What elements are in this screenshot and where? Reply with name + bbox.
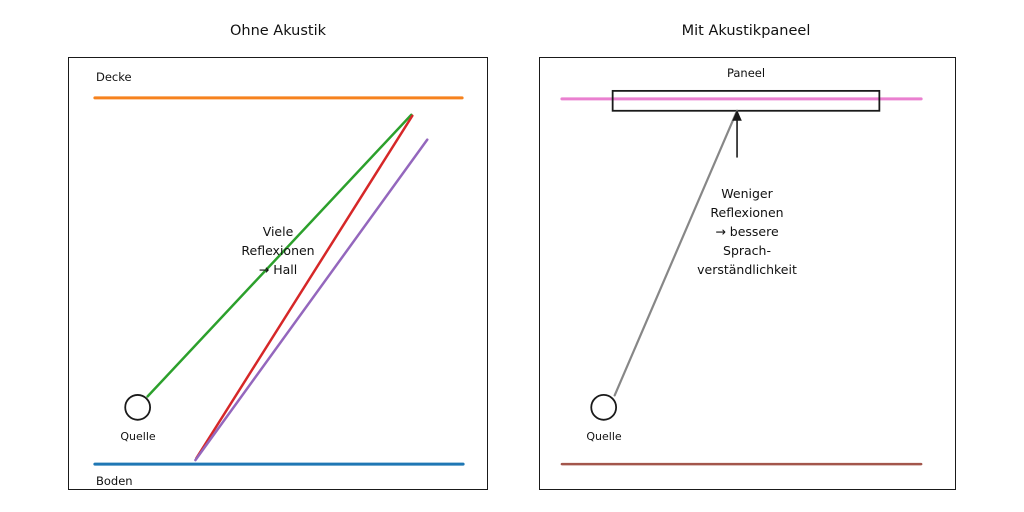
reflection-ray-purple: [194, 138, 429, 462]
panel-label: Paneel: [726, 66, 766, 80]
left-annotation: Viele Reflexionen → Hall: [241, 222, 314, 279]
left-panel-title: Ohne Akustik: [229, 23, 327, 39]
right-panel-title: Mit Akustikpaneel: [681, 23, 811, 39]
left-annotation-line-3: → Hall: [258, 262, 298, 277]
left-annotation-line-2: Reflexionen: [241, 243, 315, 258]
ceiling-label: Decke: [96, 70, 132, 84]
left-annotation-line-1: Viele: [262, 224, 294, 239]
source-label: Quelle: [120, 430, 156, 443]
source-label: Quelle: [586, 430, 622, 443]
sound-source-circle: [124, 394, 152, 421]
right-annotation-line-1: Weniger: [721, 186, 773, 201]
right-annotation-line-4: Sprach-: [723, 243, 771, 258]
sound-source-circle: [590, 394, 618, 421]
left-room-drawing: [93, 96, 465, 466]
right-annotation-line-5: verständlichkeit: [697, 262, 797, 277]
acoustic-panel-rect: [611, 89, 881, 112]
absorbed-ray-gray: [613, 109, 739, 397]
floor-label: Boden: [96, 474, 133, 488]
reflection-ray-green: [146, 113, 413, 398]
absorption-arrow-head: [732, 109, 742, 121]
reflection-ray-red: [195, 114, 414, 460]
right-room-box: Paneel Quelle Weniger Reflexionen → bess…: [539, 57, 956, 490]
right-annotation-line-2: Reflexionen: [710, 205, 784, 220]
left-room-box: Decke Boden Quelle Viele Reflexionen → H…: [68, 57, 488, 490]
right-room-drawing: [560, 89, 923, 466]
right-annotation-line-3: → bessere: [715, 224, 779, 239]
right-annotation: Weniger Reflexionen → bessere Sprach- ve…: [697, 184, 797, 279]
